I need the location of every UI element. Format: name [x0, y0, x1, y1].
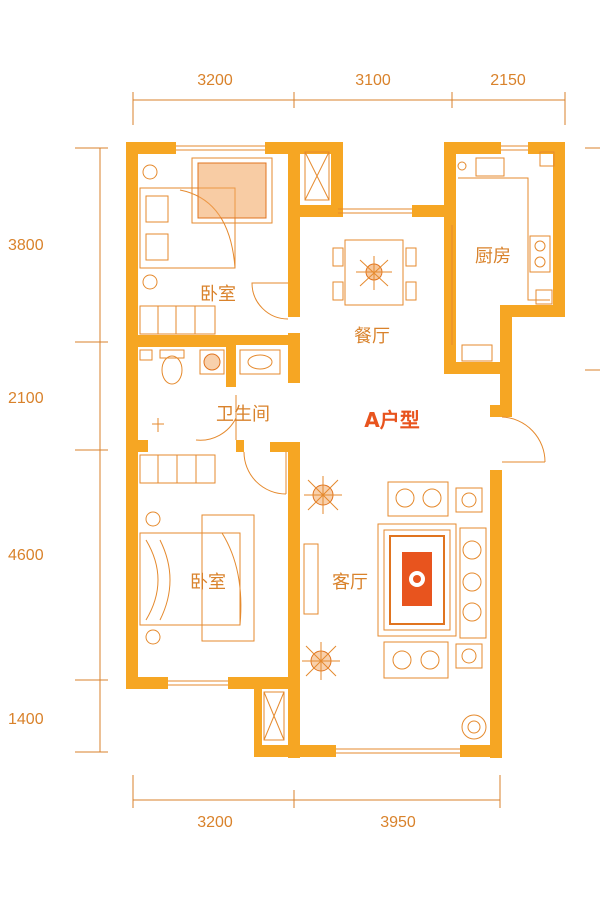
- bed-bottom: [139, 454, 255, 645]
- closet-bottom: [263, 691, 285, 741]
- dim-left-1: 3800: [8, 237, 44, 254]
- dim-bottom-1: 3200: [197, 814, 233, 831]
- walls: [126, 142, 565, 758]
- dimension-lines: [75, 92, 600, 808]
- bathroom-fixtures: [139, 349, 281, 432]
- dim-top-2: 3100: [355, 72, 391, 89]
- dim-left-4: 1400: [8, 711, 44, 728]
- dim-left-3: 4600: [8, 547, 44, 564]
- living-furniture: [302, 476, 487, 740]
- label-living: 客厅: [332, 572, 368, 593]
- label-kitchen: 厨房: [475, 246, 511, 267]
- kitchen-counter: [457, 151, 555, 362]
- dim-left-2: 2100: [8, 390, 44, 407]
- label-bedroom-top: 卧室: [200, 284, 236, 305]
- dining-table: [332, 239, 417, 306]
- plan-title: A户型: [364, 408, 419, 432]
- dim-top-3: 2150: [490, 72, 526, 89]
- label-bedroom-bottom: 卧室: [190, 572, 226, 593]
- label-bathroom: 卫生间: [216, 404, 270, 425]
- doors: [195, 225, 546, 495]
- label-dining: 餐厅: [354, 326, 390, 347]
- closet-top: [304, 151, 330, 201]
- dim-top-1: 3200: [197, 72, 233, 89]
- bed-top: [139, 157, 273, 335]
- dim-bottom-2: 3950: [380, 814, 416, 831]
- windows: [168, 145, 528, 754]
